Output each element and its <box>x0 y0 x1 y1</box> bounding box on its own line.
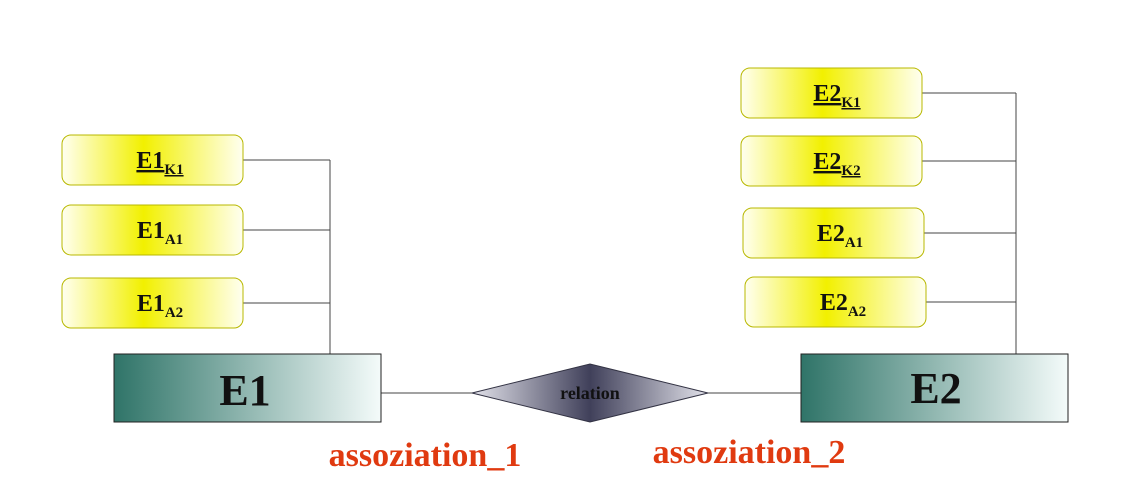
attribute-e2-a1-box <box>742 207 925 259</box>
attribute-e1-a1: E1A1 <box>61 204 244 256</box>
attribute-e1-a1-sub: A1 <box>165 232 183 248</box>
attribute-e1-a2-label: E1A2 <box>137 291 183 321</box>
attribute-e2-k2-box <box>740 135 923 187</box>
relation: relation <box>471 363 709 423</box>
attribute-e1-k1-sub: K1 <box>164 162 183 178</box>
entity-e1-box <box>113 353 382 423</box>
attribute-e2-k2-label: E2K2 <box>813 149 860 179</box>
attribute-e2-k2: E2K2 <box>740 135 923 187</box>
attribute-e2-k2-base: E2 <box>813 149 841 175</box>
attribute-e1-a2-base: E1 <box>137 291 165 317</box>
attribute-e2-a2-sub: A2 <box>848 304 866 320</box>
attribute-e2-k1-sub: K1 <box>841 95 860 111</box>
attribute-e2-k1-base: E2 <box>813 81 841 107</box>
relation-label: relation <box>560 383 620 403</box>
e2-attribute-connectors <box>922 92 1017 354</box>
entity-e1: E1 <box>113 353 382 423</box>
e1-attribute-connectors <box>243 159 331 354</box>
attribute-e1-a2-sub: A2 <box>165 305 183 321</box>
association-label-2: assoziation_2 <box>653 434 846 471</box>
attribute-e2-a1-sub: A1 <box>845 235 863 251</box>
attribute-e1-a1-label: E1A1 <box>137 218 183 248</box>
attribute-e2-a1: E2A1 <box>742 207 925 259</box>
association-label-1: assoziation_1 <box>329 437 522 474</box>
entity-e1-label: E1 <box>219 366 270 415</box>
attribute-e2-a1-base: E2 <box>817 221 845 247</box>
entity-e2-label: E2 <box>910 364 961 413</box>
attribute-e2-a2: E2A2 <box>744 276 927 328</box>
attribute-e2-k1-box <box>740 67 923 119</box>
attribute-e2-a2-base: E2 <box>820 290 848 316</box>
attribute-e1-k1-label: E1K1 <box>136 148 183 178</box>
attribute-e1-a1-box <box>61 204 244 256</box>
attribute-e2-k2-sub: K2 <box>841 163 860 179</box>
attribute-e1-a1-base: E1 <box>137 218 165 244</box>
attribute-e2-k1: E2K1 <box>740 67 923 119</box>
attribute-e2-a1-label: E2A1 <box>817 221 863 251</box>
entity-e2: E2 <box>800 353 1069 423</box>
attribute-e1-k1-box <box>61 134 244 186</box>
attribute-e1-a2: E1A2 <box>61 277 244 329</box>
relation-diamond <box>471 363 709 423</box>
attribute-e2-a2-box <box>744 276 927 328</box>
attribute-e1-k1: E1K1 <box>61 134 244 186</box>
entity-e2-box <box>800 353 1069 423</box>
attribute-e1-a2-box <box>61 277 244 329</box>
attribute-e2-a2-label: E2A2 <box>820 290 866 320</box>
attribute-e2-k1-label: E2K1 <box>813 81 860 111</box>
attribute-e1-k1-base: E1 <box>136 148 164 174</box>
